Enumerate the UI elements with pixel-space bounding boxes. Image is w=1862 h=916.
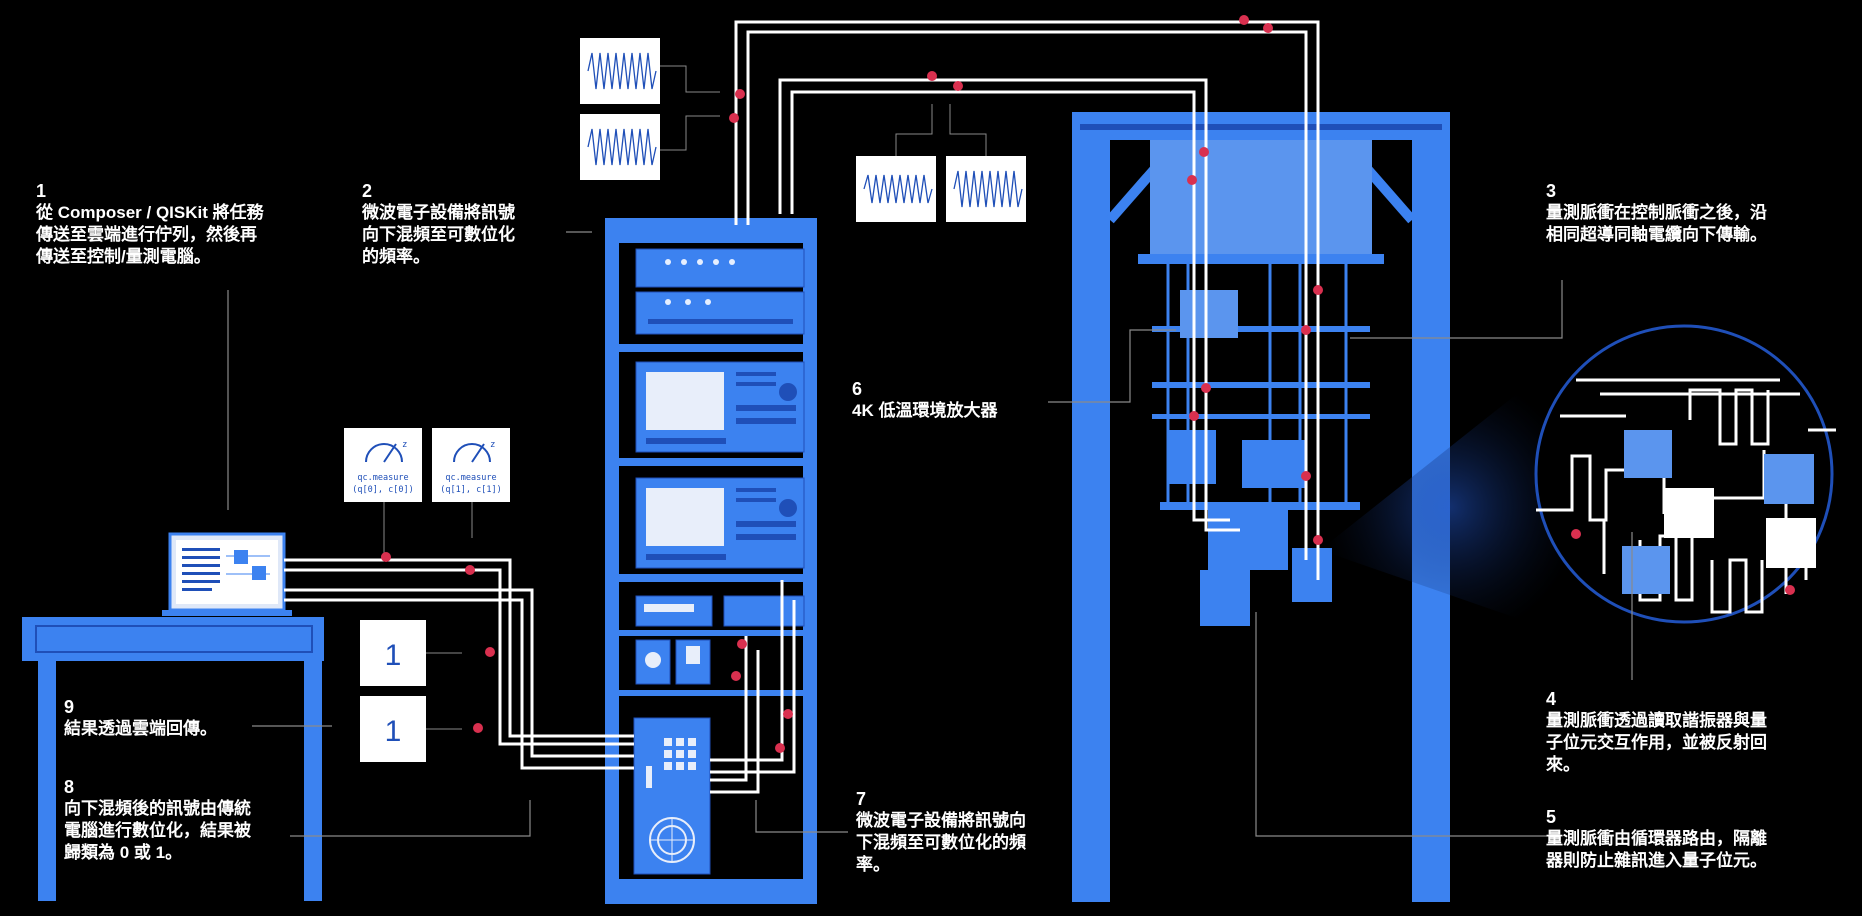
step-text: 4K 低溫環境放大器 [852,401,998,420]
step-number: 8 [64,777,75,797]
measure-card-q0: z qc.measure (q[0], c[0]) [344,428,422,502]
step-number: 9 [64,697,75,717]
measure-op: qc.measure [357,473,408,483]
leader-lines [227,231,1633,837]
step-6-label: 6 4K 低溫環境放大器 [852,378,1052,422]
step-8-label: 8 向下混頻後的訊號由傳統 電腦進行數位化，結果被 歸類為 0 或 1。 [64,776,314,864]
waveform-card-middle-right [946,156,1026,222]
waveform-card-top-left [580,38,660,104]
result-card-2: 1 [360,696,426,762]
result-card-1: 1 [360,620,426,686]
step-text: 微波電子設備將訊號 向下混頻至可數位化 的頻率。 [362,203,515,266]
coax-wiring [284,20,1320,794]
measure-args: (q[0], c[0]) [352,485,413,495]
result-value: 1 [385,715,402,748]
step-number: 1 [36,181,47,201]
step-text: 量測脈衝透過讀取諧振器與量 子位元交互作用，並被反射回 來。 [1546,711,1767,774]
dilution-refrigerator [1072,112,1450,902]
measure-gauge-label: z [402,440,407,450]
step-2-label: 2 微波電子設備將訊號 向下混頻至可數位化 的頻率。 [362,180,562,268]
step-number: 3 [1546,181,1557,201]
step-text: 量測脈衝由循環器路由，隔離 器則防止雜訊進入量子位元。 [1546,829,1767,870]
step-text: 結果透過雲端回傳。 [64,719,217,738]
step-5-label: 5 量測脈衝由循環器路由，隔離 器則防止雜訊進入量子位元。 [1546,806,1846,872]
step-number: 5 [1546,807,1557,827]
waveform-card-bottom-left [580,114,660,180]
step-number: 7 [856,789,867,809]
step-text: 微波電子設備將訊號向 下混頻至可數位化的頻 率。 [856,811,1026,874]
electronics-rack [605,218,817,904]
control-computer-desk [22,617,324,901]
measure-args: (q[1], c[1]) [440,485,501,495]
waveform-card-middle-left [856,156,936,222]
step-number: 4 [1546,689,1557,709]
qubit-chip-zoom [1320,324,1836,640]
step-1-label: 1 從 Composer / QISKit 將任務 傳送至雲端進行佇列，然後再 … [36,180,326,268]
measure-op: qc.measure [445,473,496,483]
signal-pulses [381,15,1323,753]
measure-card-q1: z qc.measure (q[1], c[1]) [432,428,510,502]
control-laptop [162,532,292,616]
step-number: 6 [852,379,863,399]
step-text: 向下混頻後的訊號由傳統 電腦進行數位化，結果被 歸類為 0 或 1。 [64,799,251,862]
step-9-label: 9 結果透過雲端回傳。 [64,696,314,740]
step-4-label: 4 量測脈衝透過讀取諧振器與量 子位元交互作用，並被反射回 來。 [1546,688,1846,776]
step-3-label: 3 量測脈衝在控制脈衝之後，沿 相同超導同軸電纜向下傳輸。 [1546,180,1846,246]
step-text: 量測脈衝在控制脈衝之後，沿 相同超導同軸電纜向下傳輸。 [1546,203,1767,244]
step-text: 從 Composer / QISKit 將任務 傳送至雲端進行佇列，然後再 傳送… [36,203,264,266]
step-7-label: 7 微波電子設備將訊號向 下混頻至可數位化的頻 率。 [856,788,1056,876]
step-number: 2 [362,181,373,201]
measure-gauge-label: z [490,440,495,450]
result-value: 1 [385,639,402,672]
